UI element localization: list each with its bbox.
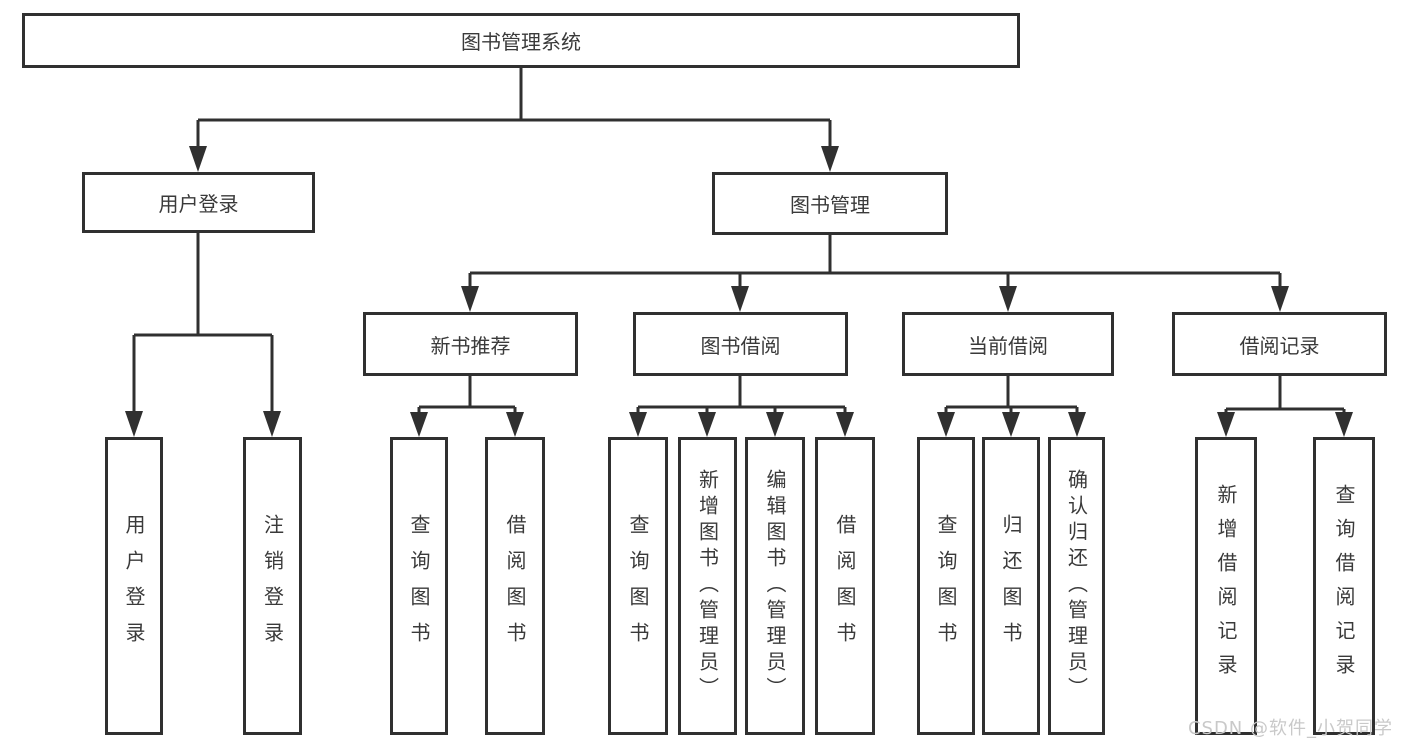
leaf-add-book-admin-label: 新增图书（管理员） bbox=[695, 469, 720, 703]
leaf-edit-book-admin: 编辑图书（管理员） bbox=[745, 437, 805, 735]
connector-manage-to-groups bbox=[461, 235, 1289, 312]
leaf-add-borrow-record-label: 新增借阅记录 bbox=[1214, 484, 1238, 688]
connector-root-to-level2 bbox=[189, 68, 839, 172]
node-user-login: 用户登录 bbox=[82, 172, 315, 233]
leaf-confirm-return-admin-label: 确认归还（管理员） bbox=[1064, 469, 1089, 703]
leaf-query-borrow-record: 查询借阅记录 bbox=[1313, 437, 1375, 735]
leaf-current-query-book-label: 查询图书 bbox=[934, 514, 958, 658]
leaf-borrow-query-book-label: 查询图书 bbox=[626, 514, 650, 658]
node-new-book-recommend: 新书推荐 bbox=[363, 312, 578, 376]
leaf-add-borrow-record: 新增借阅记录 bbox=[1195, 437, 1257, 735]
leaf-borrow-book: 借阅图书 bbox=[815, 437, 875, 735]
node-book-manage: 图书管理 bbox=[712, 172, 948, 235]
connector-recommend-to-children bbox=[410, 376, 524, 437]
node-root-system: 图书管理系统 bbox=[22, 13, 1020, 68]
leaf-logout-label: 注销登录 bbox=[260, 514, 285, 658]
node-book-borrow: 图书借阅 bbox=[633, 312, 848, 376]
leaf-query-borrow-record-label: 查询借阅记录 bbox=[1332, 484, 1356, 688]
leaf-recommend-query-book: 查询图书 bbox=[390, 437, 448, 735]
leaf-return-book: 归还图书 bbox=[982, 437, 1040, 735]
leaf-add-book-admin: 新增图书（管理员） bbox=[678, 437, 737, 735]
leaf-user-login-label: 用户登录 bbox=[122, 514, 146, 658]
node-current-borrow: 当前借阅 bbox=[902, 312, 1114, 376]
leaf-recommend-borrow-book: 借阅图书 bbox=[485, 437, 545, 735]
leaf-confirm-return-admin: 确认归还（管理员） bbox=[1048, 437, 1105, 735]
csdn-watermark: CSDN @软件_小贺同学 bbox=[1187, 718, 1393, 739]
leaf-recommend-borrow-book-label: 借阅图书 bbox=[503, 514, 527, 658]
leaf-recommend-query-book-label: 查询图书 bbox=[407, 514, 431, 658]
leaf-return-book-label: 归还图书 bbox=[999, 514, 1023, 658]
connector-current-to-children bbox=[937, 376, 1086, 437]
connector-borrow-to-children bbox=[629, 376, 854, 437]
leaf-logout: 注销登录 bbox=[243, 437, 302, 735]
leaf-edit-book-admin-label: 编辑图书（管理员） bbox=[763, 469, 787, 703]
connector-login-to-children bbox=[125, 233, 281, 437]
leaf-current-query-book: 查询图书 bbox=[917, 437, 975, 735]
leaf-borrow-book-label: 借阅图书 bbox=[833, 514, 857, 658]
leaf-user-login: 用户登录 bbox=[105, 437, 163, 735]
node-borrow-records: 借阅记录 bbox=[1172, 312, 1387, 376]
connector-records-to-children bbox=[1217, 376, 1353, 437]
leaf-borrow-query-book: 查询图书 bbox=[608, 437, 668, 735]
